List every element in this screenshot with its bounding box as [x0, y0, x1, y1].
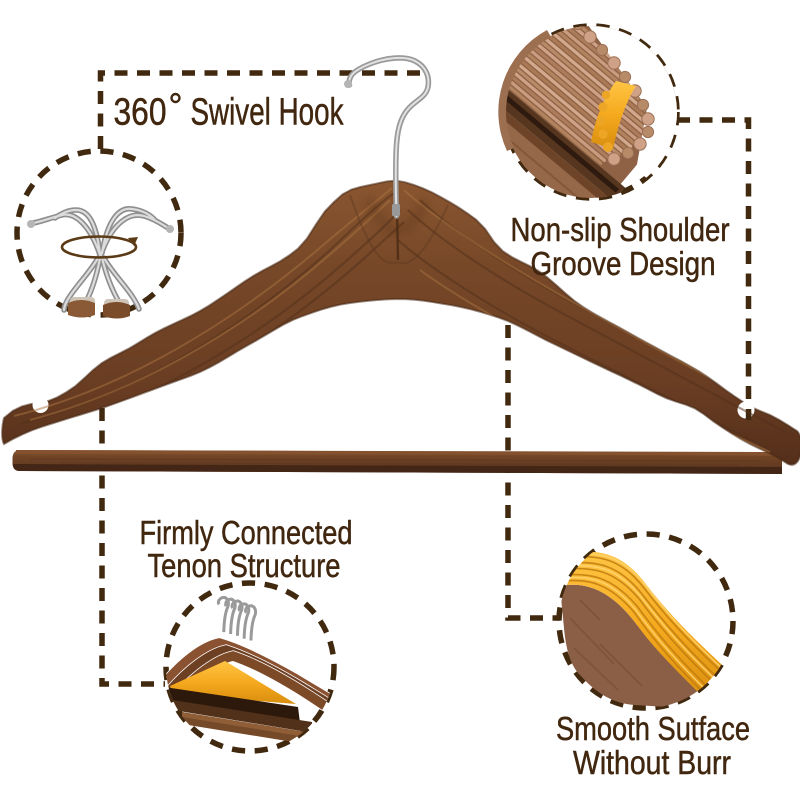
svg-text:Swivel Hook: Swivel Hook [191, 92, 345, 134]
svg-text:360: 360 [114, 92, 167, 134]
svg-text:Non-slip Shoulder: Non-slip Shoulder [511, 212, 730, 249]
svg-text:Without Burr: Without Burr [573, 745, 731, 782]
svg-text:Groove Design: Groove Design [531, 246, 716, 283]
svg-text:Tenon Structure: Tenon Structure [148, 548, 341, 585]
svg-text:Firmly Connected: Firmly Connected [140, 515, 353, 552]
svg-text:Smooth Sutface: Smooth Sutface [556, 711, 750, 748]
